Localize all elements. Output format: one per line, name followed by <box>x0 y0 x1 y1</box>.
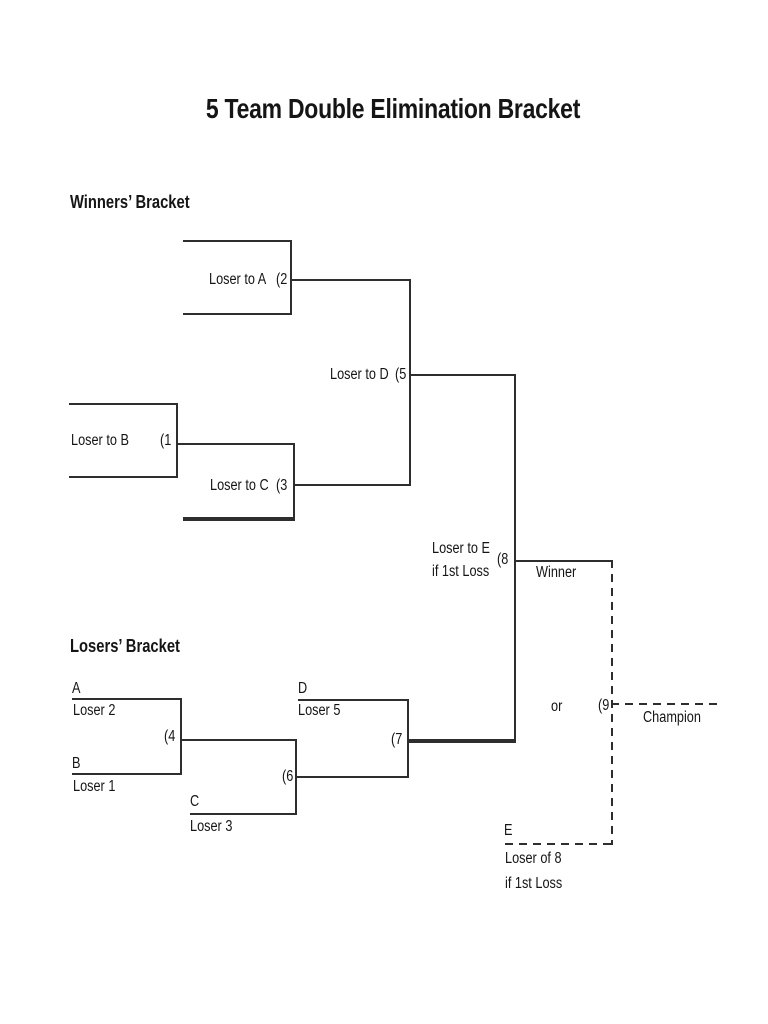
game7-number: (7 <box>391 731 403 748</box>
game9-number: (9 <box>598 697 610 714</box>
final-or-label: or <box>551 698 563 715</box>
game4-join-line <box>180 698 182 775</box>
game3-bye-line <box>183 517 295 521</box>
game2-join-line <box>290 240 292 315</box>
game8-loser-condition: if 1st Loss <box>432 563 490 580</box>
game1-loser-note: Loser to B <box>71 432 129 449</box>
game8-join-line <box>514 374 516 743</box>
page-title: 5 Team Double Elimination Bracket <box>205 93 581 124</box>
slot-d-line <box>298 699 409 701</box>
slot-c-line <box>190 813 297 815</box>
game6-winner-line <box>295 776 409 778</box>
game3-join-line <box>293 443 295 521</box>
slot-b-name: Loser 1 <box>73 778 116 795</box>
slot-a-line <box>72 698 182 700</box>
game4-number: (4 <box>164 728 176 745</box>
game5-number: (5 <box>395 366 407 383</box>
game5-winner-line <box>409 374 516 376</box>
game9-champion-line <box>611 703 717 705</box>
slot-d-seed: D <box>298 680 308 697</box>
game4-winner-line <box>180 739 297 741</box>
slot-a-seed: A <box>72 680 81 697</box>
losers-bracket-heading: Losers’ Bracket <box>70 636 180 656</box>
game8-number: (8 <box>497 551 509 568</box>
winners-bracket-heading: Winners’ Bracket <box>70 192 190 212</box>
game1-top-line <box>69 403 178 405</box>
game6-number: (6 <box>282 768 294 785</box>
slot-e-seed: E <box>504 822 513 839</box>
slot-c-name: Loser 3 <box>190 818 233 835</box>
champion-label: Champion <box>643 709 701 726</box>
slot-a-name: Loser 2 <box>73 702 116 719</box>
game1-join-line <box>176 403 178 478</box>
game3-winner-line <box>293 484 411 486</box>
game2-loser-note: Loser to A <box>209 271 267 288</box>
slot-e-line <box>505 843 613 845</box>
game9-join-line <box>611 560 613 845</box>
game8-winner-line <box>514 560 613 562</box>
game8-winner-label: Winner <box>536 564 577 581</box>
game2-bottom-line <box>183 313 292 315</box>
slot-d-name: Loser 5 <box>298 702 341 719</box>
game3-loser-note: Loser to C <box>210 477 269 494</box>
slot-e-name: Loser of 8 <box>505 850 562 867</box>
game2-number: (2 <box>276 271 288 288</box>
slot-b-line <box>72 773 182 775</box>
game5-loser-note: Loser to D <box>330 366 389 383</box>
slot-c-seed: C <box>190 793 200 810</box>
game1-bottom-line <box>69 476 178 478</box>
game2-top-line <box>183 240 292 242</box>
game1-number: (1 <box>160 432 172 449</box>
game7-winner-line <box>407 739 516 743</box>
slot-e-condition: if 1st Loss <box>505 875 563 892</box>
game1-winner-line <box>176 443 295 445</box>
game2-winner-line <box>290 279 411 281</box>
slot-b-seed: B <box>72 755 81 772</box>
game5-join-line <box>409 279 411 486</box>
game7-join-line <box>407 699 409 778</box>
game3-number: (3 <box>276 477 288 494</box>
game8-loser-note: Loser to E <box>432 540 490 557</box>
